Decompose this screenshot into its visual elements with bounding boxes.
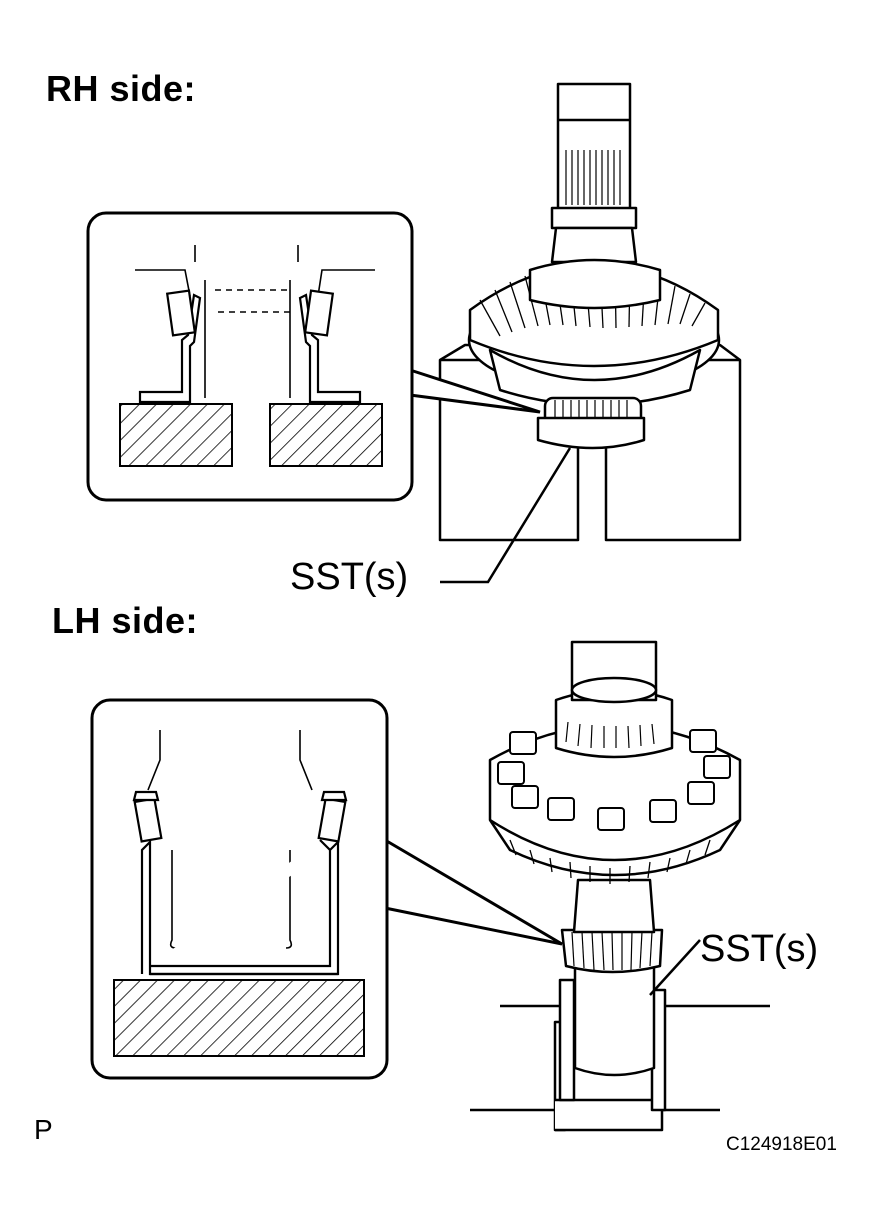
rh-sst-leader-line	[440, 447, 572, 584]
page-letter: P	[34, 1114, 53, 1145]
lh-side-heading: LH side:	[52, 600, 199, 641]
rh-sst-label: SST(s)	[290, 556, 409, 598]
rh-side-heading: RH side:	[46, 68, 197, 109]
lh-differential-drawing	[470, 640, 770, 1132]
rh-differential-drawing	[438, 82, 742, 542]
rh-detail-callout	[86, 211, 541, 502]
lh-sst-label: SST(s)	[700, 928, 819, 970]
figure-code: C124918E01	[726, 1134, 837, 1155]
lh-sst-leader-line	[649, 939, 701, 996]
lh-detail-callout	[90, 698, 563, 1080]
